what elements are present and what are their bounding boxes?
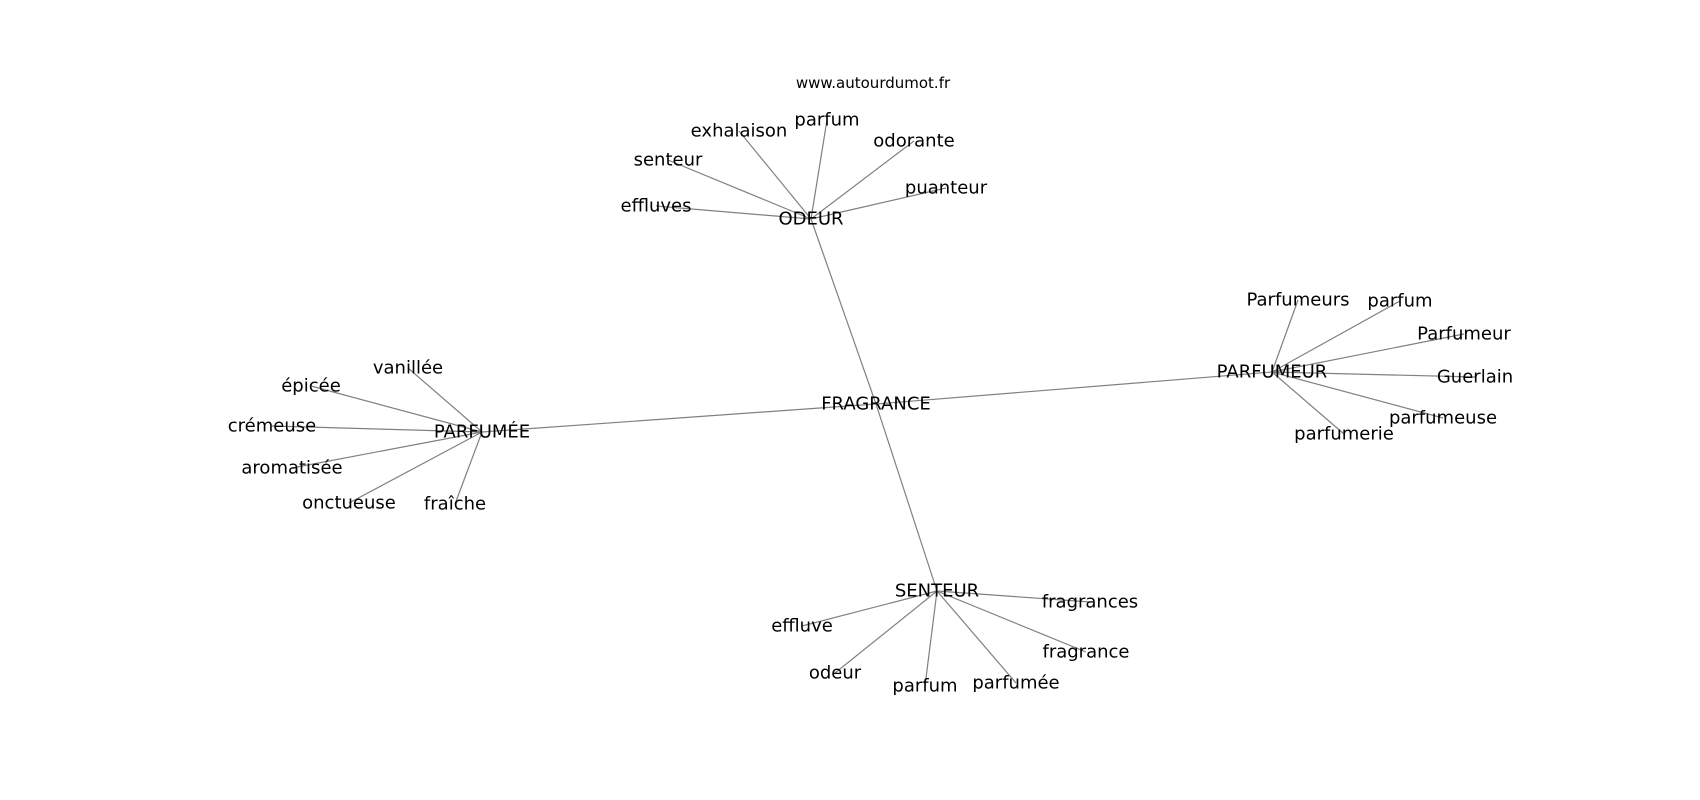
edge-parfumeur-leaf-1 [1271,300,1401,373]
leaf-node-senteur-2[interactable]: fragrance [1042,642,1129,663]
leaf-node-odeur-5[interactable]: effluves [621,196,692,217]
edge-center-parfumeur [875,371,1273,405]
leaf-node-odeur-3[interactable]: senteur [634,150,703,171]
edge-senteur-leaf-2 [936,590,1087,653]
edge-odeur-leaf-5 [655,205,812,220]
graph-edges [271,119,1476,687]
leaf-node-parfumee-1[interactable]: épicée [281,376,341,397]
hub-node-parfumee[interactable]: PARFUMÉE [434,421,530,443]
hub-node-senteur[interactable]: SENTEUR [895,581,979,602]
edge-parfumeur-leaf-5 [1271,371,1345,435]
leaf-node-parfumee-3[interactable]: aromatisée [241,458,342,479]
edge-senteur-leaf-1 [801,590,938,627]
edge-parfumeur-leaf-0 [1271,299,1299,373]
leaf-node-odeur-4[interactable]: puanteur [905,178,988,199]
leaf-node-senteur-0[interactable]: fragrances [1042,592,1138,613]
leaf-node-parfumee-4[interactable]: onctueuse [302,493,396,514]
edge-center-parfumee [481,403,877,433]
edge-senteur-leaf-5 [936,590,1017,684]
leaf-node-parfumeur-0[interactable]: Parfumeurs [1246,290,1349,311]
leaf-node-senteur-4[interactable]: parfum [892,676,957,697]
leaf-node-parfumeur-5[interactable]: parfumerie [1294,424,1394,445]
leaf-node-parfumee-0[interactable]: vanillée [373,358,443,379]
graph-labels: exhalaison parfum odorante senteur puanteur e… [228,110,1513,697]
edge-odeur-leaf-1 [810,119,828,220]
edge-senteur-leaf-0 [936,590,1091,603]
edge-parfumeur-leaf-4 [1271,371,1444,419]
leaf-node-parfumeur-4[interactable]: parfumeuse [1389,408,1497,429]
edge-parfumeur-leaf-3 [1271,371,1476,378]
edge-parfumee-leaf-1 [310,385,483,433]
leaf-node-parfumeur-3[interactable]: Guerlain [1437,367,1513,388]
center-node[interactable]: FRAGRANCE [821,394,931,415]
hub-node-parfumeur[interactable]: PARFUMEUR [1217,362,1328,383]
hub-node-odeur[interactable]: ODEUR [778,209,843,230]
edge-center-senteur [875,403,938,592]
edge-center-odeur [810,218,877,405]
leaf-node-senteur-1[interactable]: effluve [771,616,833,637]
edge-parfumee-leaf-4 [348,431,483,504]
edge-parfumee-leaf-0 [407,367,483,433]
edge-odeur-leaf-0 [738,130,812,220]
edge-parfumee-leaf-3 [291,431,483,469]
edge-senteur-leaf-3 [834,590,938,674]
edge-odeur-leaf-4 [810,187,947,220]
leaf-node-parfumeur-1[interactable]: parfum [1367,291,1432,312]
edge-parfumee-leaf-2 [271,425,483,433]
leaf-node-senteur-3[interactable]: odeur [809,663,862,684]
source-credit[interactable]: www.autourdumot.fr [796,74,951,92]
edge-senteur-leaf-4 [924,590,938,687]
leaf-node-parfumee-5[interactable]: fraîche [424,494,486,515]
leaf-node-senteur-5[interactable]: parfumée [972,673,1059,694]
leaf-node-parfumeur-2[interactable]: Parfumeur [1417,324,1511,345]
edge-odeur-leaf-3 [667,159,812,220]
leaf-node-odeur-2[interactable]: odorante [873,131,954,152]
leaf-node-odeur-0[interactable]: exhalaison [691,121,788,142]
edge-odeur-leaf-2 [810,140,915,220]
edge-parfumee-leaf-5 [454,431,483,505]
leaf-node-parfumee-2[interactable]: crémeuse [228,416,316,437]
leaf-node-odeur-1[interactable]: parfum [794,110,859,131]
edge-parfumeur-leaf-2 [1271,333,1465,373]
